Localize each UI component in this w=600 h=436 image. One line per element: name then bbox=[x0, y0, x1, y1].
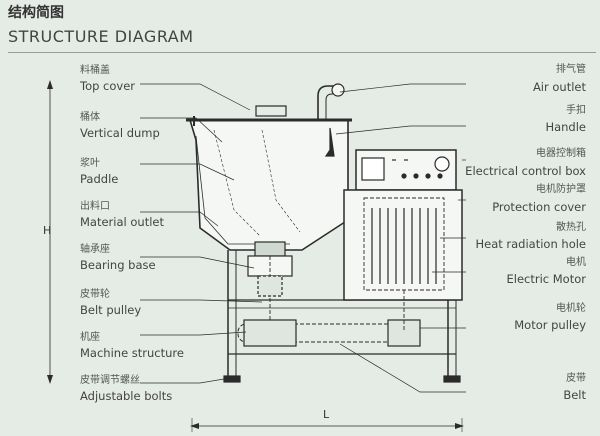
label-belt-pulley-zh: 皮带轮 bbox=[80, 289, 110, 300]
label-bearing-base-zh: 轴承座 bbox=[80, 244, 110, 255]
title-divider bbox=[8, 52, 596, 53]
control-box-drawing bbox=[355, 149, 457, 191]
bearing-assembly bbox=[247, 241, 293, 330]
label-material-outlet-zh: 出料口 bbox=[80, 201, 110, 212]
label-handle-en: Handle bbox=[545, 120, 586, 134]
label-belt-pulley-en: Belt pulley bbox=[80, 303, 142, 317]
label-heat-radiation-hole-en: Heat radiation hole bbox=[475, 237, 586, 251]
motor-drawing bbox=[343, 189, 463, 330]
label-motor-pulley-en: Motor pulley bbox=[514, 318, 586, 332]
label-handle-zh: 手扣 bbox=[566, 105, 586, 116]
label-air-outlet-en: Air outlet bbox=[532, 80, 586, 94]
label-machine-structure-zh: 机座 bbox=[80, 332, 100, 343]
label-electric-motor-en: Electric Motor bbox=[506, 272, 586, 286]
label-protection-cover-zh: 电机防护罩 bbox=[536, 184, 586, 195]
label-adjustable-bolts-en: Adjustable bolts bbox=[80, 389, 173, 403]
title-chinese: 结构简图 bbox=[8, 5, 64, 21]
label-control-box-zh: 电器控制箱 bbox=[536, 148, 586, 159]
label-air-outlet-zh: 排气管 bbox=[556, 64, 586, 75]
belt-drawing bbox=[237, 319, 421, 347]
height-dimension bbox=[47, 80, 53, 384]
label-top-cover-zh: 料桶盖 bbox=[80, 65, 110, 76]
label-paddle-zh: 浆叶 bbox=[80, 158, 100, 169]
label-electric-motor-zh: 电机 bbox=[566, 257, 586, 268]
label-material-outlet-en: Material outlet bbox=[80, 215, 164, 229]
length-label: L bbox=[323, 408, 330, 421]
right-leader-lines bbox=[335, 83, 466, 393]
label-protection-cover-en: Protection cover bbox=[492, 200, 586, 214]
hopper-drawing bbox=[186, 83, 352, 251]
label-paddle-en: Paddle bbox=[80, 172, 119, 186]
length-dimension bbox=[190, 418, 464, 432]
label-top-cover-en: Top cover bbox=[80, 79, 136, 93]
label-motor-pulley-zh: 电机轮 bbox=[556, 303, 586, 314]
label-vertical-dump-en: Vertical dump bbox=[80, 126, 160, 140]
label-heat-radiation-hole-zh: 散热孔 bbox=[556, 222, 586, 233]
label-control-box-en: Electrical control box bbox=[465, 164, 586, 178]
left-leader-lines bbox=[140, 83, 263, 384]
machine-frame bbox=[223, 250, 461, 383]
label-bearing-base-en: Bearing base bbox=[80, 258, 156, 272]
title-english: STRUCTURE DIAGRAM bbox=[8, 27, 194, 46]
label-belt-en: Belt bbox=[563, 388, 586, 402]
label-adjustable-bolts-zh: 皮带调节螺丝 bbox=[80, 375, 140, 386]
label-belt-zh: 皮带 bbox=[566, 373, 586, 384]
height-label: H bbox=[43, 224, 52, 237]
label-machine-structure-en: Machine structure bbox=[80, 346, 184, 360]
label-vertical-dump-zh: 桶体 bbox=[80, 112, 100, 123]
